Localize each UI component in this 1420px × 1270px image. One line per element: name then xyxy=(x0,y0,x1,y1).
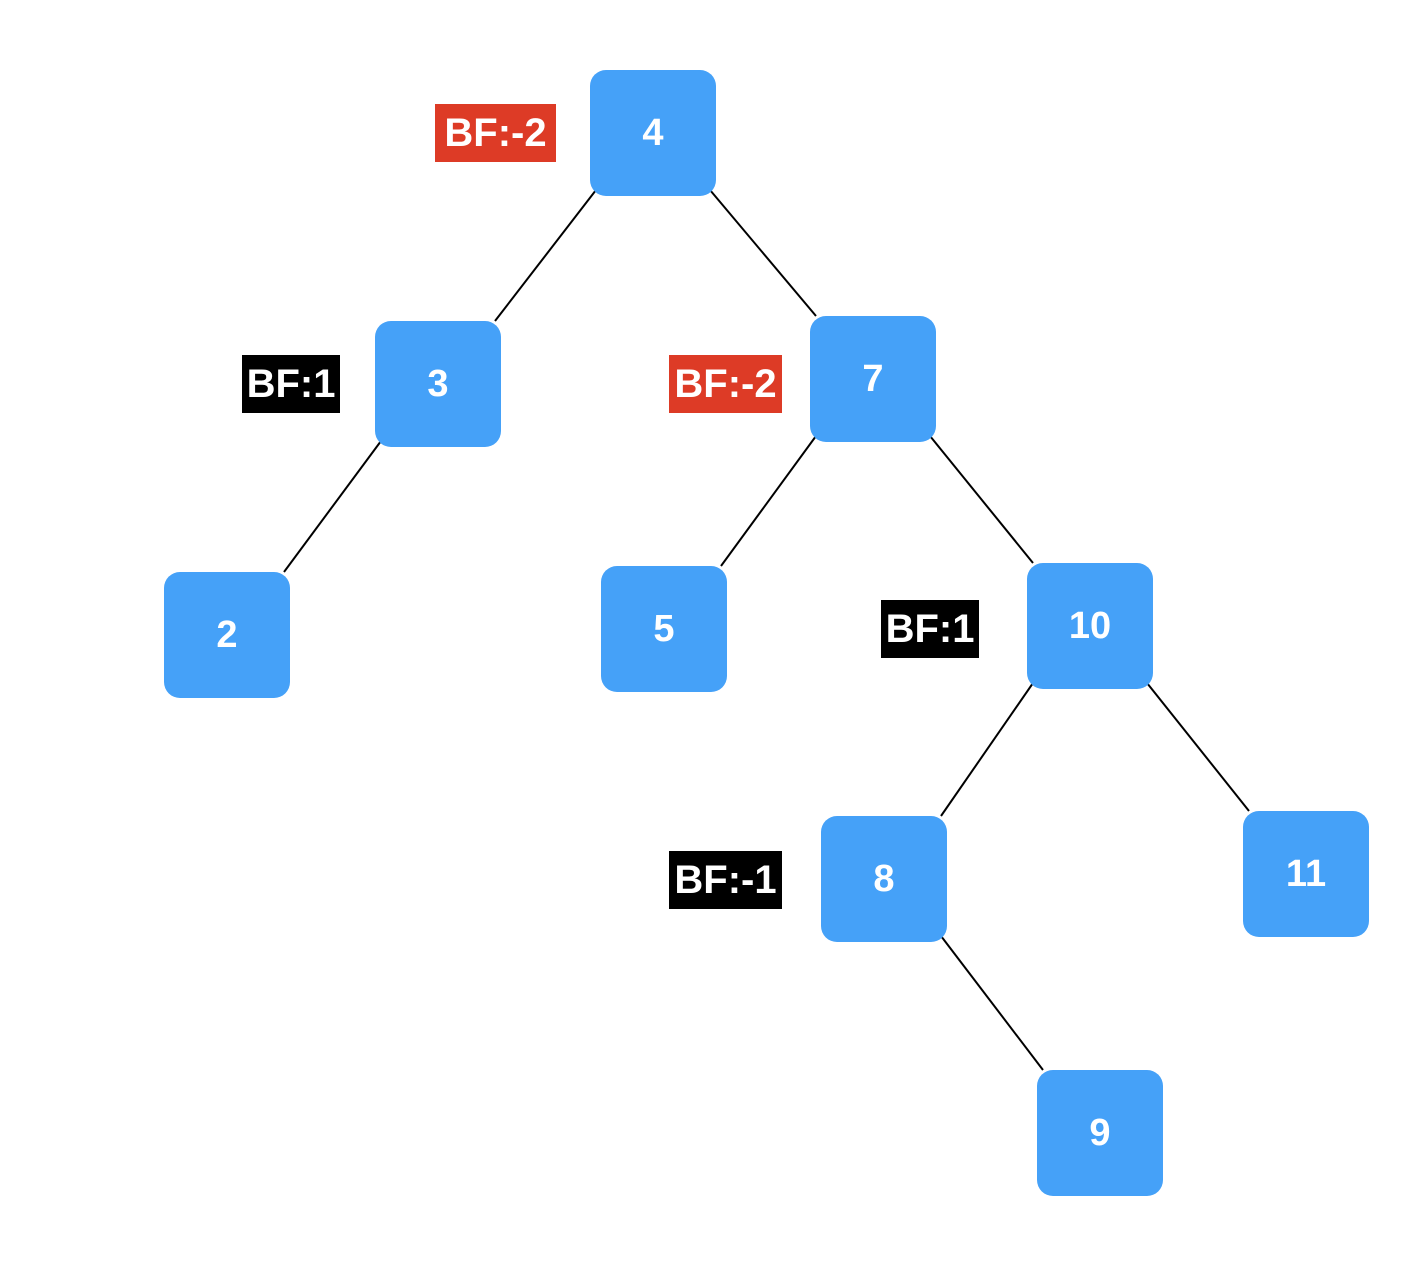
edge-n4-n3 xyxy=(494,189,597,322)
edge-n10-n11 xyxy=(1146,682,1250,812)
tree-node-11: 11 xyxy=(1243,811,1369,937)
tree-node-2: 2 xyxy=(164,572,290,698)
balance-factor-label-3: BF:1 xyxy=(242,355,340,413)
tree-node-9: 9 xyxy=(1037,1070,1163,1196)
edge-n7-n10 xyxy=(929,435,1034,564)
balance-factor-label-7: BF:-2 xyxy=(669,355,782,413)
tree-node-10: 10 xyxy=(1027,563,1153,689)
edge-n7-n5 xyxy=(720,435,817,567)
edge-n3-n2 xyxy=(283,440,382,573)
tree-node-7: 7 xyxy=(810,316,936,442)
edge-n8-n9 xyxy=(940,935,1044,1071)
balance-factor-label-8: BF:-1 xyxy=(669,851,782,909)
balance-factor-label-4: BF:-2 xyxy=(435,104,556,162)
tree-node-5: 5 xyxy=(601,566,727,692)
tree-node-8: 8 xyxy=(821,816,947,942)
edge-n4-n7 xyxy=(709,189,817,317)
tree-node-3: 3 xyxy=(375,321,501,447)
edge-n10-n8 xyxy=(940,682,1034,817)
balance-factor-label-10: BF:1 xyxy=(881,600,979,658)
tree-node-4: 4 xyxy=(590,70,716,196)
